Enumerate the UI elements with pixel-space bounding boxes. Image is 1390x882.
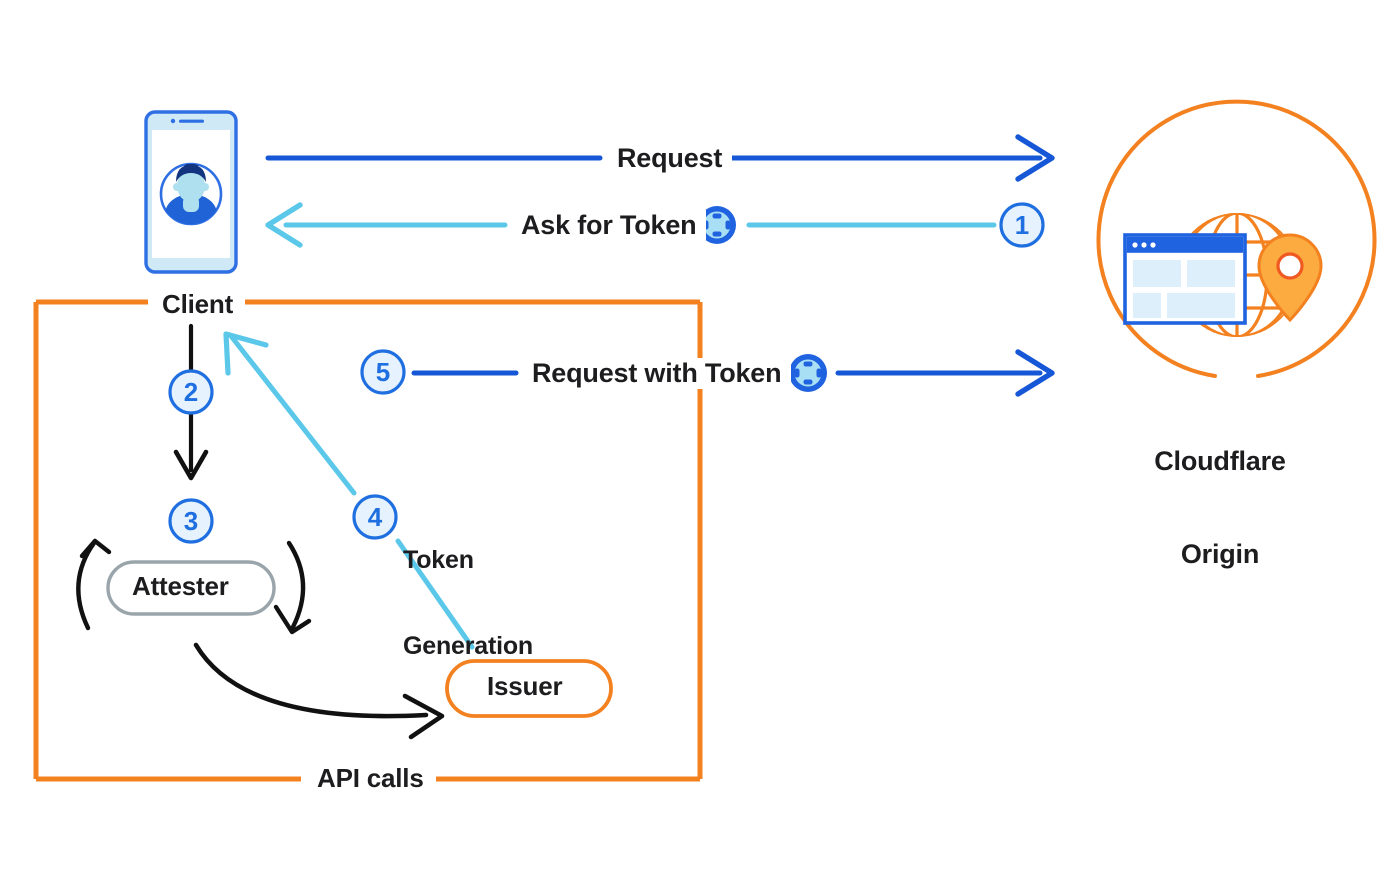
node-issuer xyxy=(445,659,613,718)
node-label-cloudflare-origin: Cloudflare Origin xyxy=(1140,384,1300,632)
mobile-phone-user-icon xyxy=(144,110,238,274)
node-label-origin-line2: Origin xyxy=(1180,539,1260,570)
flow-label-request: Request xyxy=(607,143,733,175)
step-badge-4-label: 4 xyxy=(368,502,383,532)
flow-request-with-token-arrow xyxy=(411,349,1055,397)
token-icon xyxy=(698,206,736,244)
flow-label-token-generation-line2: Generation xyxy=(403,631,533,660)
node-label-issuer: Issuer xyxy=(487,671,563,701)
step-badge-1-label: 1 xyxy=(1015,210,1029,240)
flow-label-request-with-token: Request with Token xyxy=(522,358,792,390)
node-label-origin-line1: Cloudflare xyxy=(1154,446,1286,477)
browser-window-icon xyxy=(1123,233,1247,325)
step-badge-3-label: 3 xyxy=(184,506,198,536)
location-pin-icon xyxy=(1257,233,1323,323)
step-badge-2: 2 xyxy=(168,369,214,415)
step-badge-3: 3 xyxy=(168,498,214,544)
node-attester xyxy=(106,560,276,616)
step-badge-4: 4 xyxy=(352,494,398,540)
flow-ask-for-token-arrow xyxy=(265,202,997,248)
boundary-label-api-calls: API calls xyxy=(305,763,436,794)
flow-client-to-attester-arrow xyxy=(173,323,209,481)
flow-token-generation-arrow xyxy=(223,331,475,650)
flow-attestation-arrows xyxy=(76,538,445,740)
flow-label-token-generation: Token Generation xyxy=(403,488,533,718)
step-badge-5: 5 xyxy=(360,349,406,395)
boundary-label-client: Client xyxy=(150,289,246,320)
token-icon xyxy=(789,354,827,392)
step-badge-5-label: 5 xyxy=(376,357,390,387)
cloudflare-origin-icon xyxy=(1096,99,1377,378)
flow-label-ask-for-token: Ask for Token xyxy=(511,210,707,242)
node-label-attester: Attester xyxy=(132,571,229,601)
flow-label-token-generation-line1: Token xyxy=(403,545,474,574)
flow-request-arrow xyxy=(265,134,1055,182)
step-badge-2-label: 2 xyxy=(184,377,198,407)
step-badge-1: 1 xyxy=(999,202,1045,248)
